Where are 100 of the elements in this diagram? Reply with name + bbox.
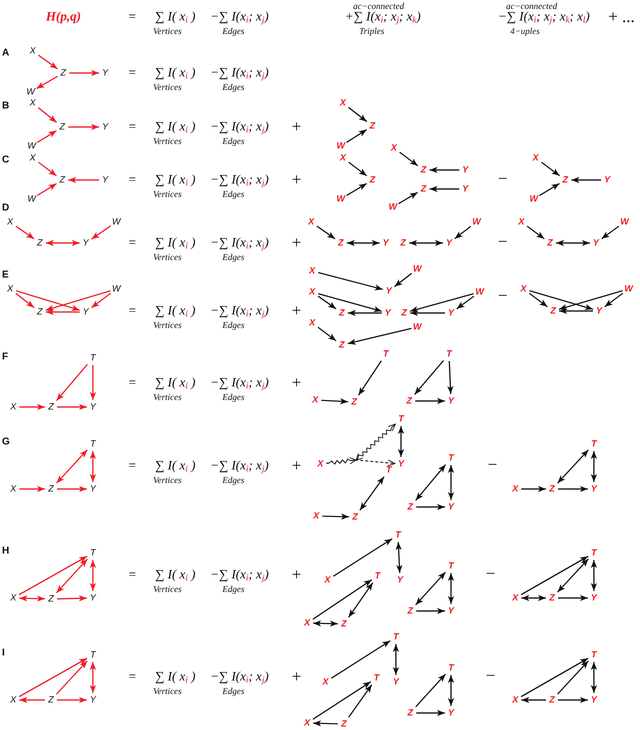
variable-label: Z	[59, 122, 65, 132]
arrow	[56, 364, 88, 401]
variable-label: Z	[351, 398, 357, 406]
variable-label: Z	[338, 238, 344, 248]
variable-label: W	[388, 202, 398, 212]
variable-label: X	[512, 484, 518, 494]
variable-label: X	[322, 678, 328, 686]
variable-label: Z	[370, 176, 376, 184]
arrow	[416, 710, 445, 716]
sum-index-label: 4−uples	[510, 26, 540, 36]
variable-label: Z	[549, 696, 555, 704]
sum-index-label: Vertices	[153, 82, 182, 92]
edge-sum-term: −∑ I(x$_{i}$; x$_{j}$)	[210, 568, 269, 582]
variable-label: T	[448, 664, 454, 672]
double-arrow	[90, 662, 96, 693]
variable-label: Y	[382, 238, 389, 248]
arrow	[330, 640, 391, 679]
variable-label: Y	[398, 460, 404, 468]
variable-label: X	[309, 318, 316, 328]
sum-index-label: Edges	[222, 686, 244, 696]
arrow	[57, 404, 87, 410]
arrow	[415, 674, 446, 708]
sum-index-label: Edges	[222, 188, 244, 200]
variable-label: Y	[448, 308, 454, 318]
variable-label: T	[90, 548, 96, 558]
variable-label: T	[90, 650, 96, 660]
vertex-sum-term: ∑ I( x$_{i}$ )	[155, 376, 196, 390]
minus-sign: −	[498, 232, 508, 252]
vertex-sum-term: ∑ I( x$_{i}$ )	[155, 458, 196, 474]
double-arrow	[46, 240, 80, 246]
sum-index-label: Vertices	[153, 584, 182, 594]
equals-sign: =	[128, 458, 136, 474]
arrow	[410, 293, 474, 312]
arrow	[558, 696, 588, 704]
arrow	[68, 124, 100, 130]
variable-label: Y	[102, 122, 108, 132]
variable-label: W	[472, 218, 481, 226]
variable-label: T	[591, 650, 597, 660]
variable-label: Z	[48, 696, 54, 704]
variable-label: X	[7, 284, 14, 294]
variable-label: Y	[592, 238, 599, 248]
double-arrow	[346, 240, 380, 246]
row-letter: I	[2, 647, 5, 659]
arrow	[346, 182, 367, 196]
variable-label: Y	[82, 238, 89, 248]
arrow	[415, 398, 445, 404]
arrow	[348, 106, 368, 122]
variable-label: Z	[549, 594, 555, 602]
variable-label: Z	[59, 176, 65, 184]
variable-label: T	[398, 414, 404, 424]
variable-label: W	[26, 88, 35, 96]
variable-label: W	[112, 284, 121, 294]
arrow	[557, 660, 589, 694]
variable-label: X	[312, 396, 318, 404]
variable-label: X	[7, 218, 14, 226]
variable-label: Z	[352, 512, 358, 522]
variable-label: X	[317, 460, 324, 468]
arrow	[346, 129, 368, 143]
variable-label: Y	[448, 708, 454, 718]
variable-label: Z	[407, 606, 413, 616]
arrow	[56, 660, 88, 694]
arrow	[604, 292, 624, 308]
double-arrow	[90, 560, 96, 591]
variable-label: Y	[462, 184, 468, 194]
vertex-sum-term: ∑ I( x$_{i}$ )	[155, 10, 196, 24]
minus-sign: −	[498, 169, 508, 189]
vertex-sum-term: ∑ I( x$_{i}$ )	[155, 670, 196, 684]
vertex-sum-term: ∑ I( x$_{i}$ )	[155, 236, 196, 250]
plus-sign: +	[292, 170, 302, 190]
arrow	[416, 608, 445, 614]
variable-label: X	[390, 144, 397, 152]
double-arrow	[448, 675, 454, 706]
arrow	[571, 176, 602, 184]
plus-sign: +	[292, 667, 302, 687]
arrow	[37, 130, 57, 143]
dashed-arrow	[326, 458, 396, 466]
variable-label: W	[413, 264, 422, 274]
variable-label: Z	[547, 238, 553, 248]
vertex-sum-term: ∑ I( x$_{i}$ )	[155, 304, 196, 318]
variable-label: Z	[339, 340, 345, 350]
arrow	[528, 292, 548, 308]
arrow	[38, 54, 58, 70]
arrow	[316, 226, 336, 240]
edge-sum-term: −∑ I(x$_{i}$; x$_{j}$)	[210, 376, 269, 390]
variable-label: T	[448, 562, 454, 570]
edge-sum-term: −∑ I(x$_{i}$; x$_{j}$)	[210, 236, 269, 250]
variable-label: W	[624, 284, 633, 294]
arrow	[541, 162, 560, 176]
arrow	[348, 684, 372, 718]
double-arrow	[521, 594, 546, 602]
variable-label: Z	[562, 176, 568, 184]
variable-label: X	[30, 46, 36, 56]
variable-label: X	[304, 618, 310, 628]
variable-label: Y	[102, 176, 108, 184]
row-letter: G	[2, 436, 10, 448]
variable-label: Y	[590, 594, 597, 602]
variable-label: X	[512, 594, 518, 602]
minus-sign: −	[498, 286, 508, 306]
variable-label: T	[395, 530, 401, 540]
arrow	[16, 292, 34, 308]
